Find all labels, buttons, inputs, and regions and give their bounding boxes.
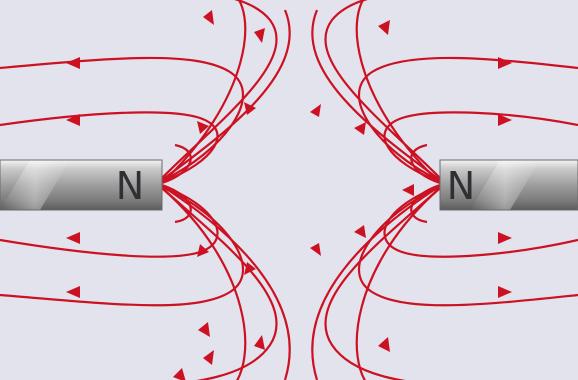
field-line	[410, 143, 441, 185]
left-magnet-sheen	[0, 160, 70, 210]
arrow-head	[244, 262, 256, 275]
field-line	[161, 0, 278, 179]
arrow-head	[66, 57, 80, 69]
arrow-head	[310, 104, 321, 117]
right-magnet: N	[439, 159, 578, 211]
field-line	[383, 111, 578, 184]
field-line	[161, 143, 192, 185]
arrow-head	[354, 225, 366, 238]
arrow-head	[378, 337, 390, 352]
arrow-head	[173, 368, 186, 380]
arrow-head	[378, 20, 390, 35]
left-magnet-pole-label: N	[116, 164, 144, 208]
arrow-head	[310, 243, 321, 256]
right-magnet-sheen	[470, 160, 540, 210]
arrow-head	[254, 335, 265, 350]
left-magnet-outline	[0, 159, 163, 211]
arrow-head	[498, 232, 512, 244]
field-line	[161, 187, 247, 380]
field-line	[355, 187, 441, 380]
field-line	[0, 184, 219, 258]
arrow-head	[203, 350, 214, 365]
field-line	[311, 9, 441, 181]
right-magnet-outline	[439, 159, 578, 211]
arrow-head	[198, 322, 210, 337]
right-magnet-pole-label: N	[447, 164, 475, 208]
arrow-head	[498, 114, 512, 126]
field-line	[324, 0, 441, 179]
right-magnet-field-lines	[311, 0, 578, 380]
field-line	[161, 9, 291, 181]
arrow-head	[66, 232, 80, 244]
field-arrowheads	[66, 10, 512, 380]
field-line	[161, 0, 247, 184]
arrow-head	[498, 57, 512, 69]
left-magnet-field-lines	[0, 0, 291, 380]
arrow-head	[244, 102, 256, 115]
arrow-head	[354, 122, 366, 135]
arrow-head	[498, 286, 512, 298]
field-line	[383, 184, 578, 258]
arrow-head	[66, 286, 80, 298]
arrow-head	[66, 114, 80, 126]
field-line	[0, 111, 219, 184]
field-line	[161, 183, 192, 224]
field-line	[410, 183, 441, 224]
arrow-head	[254, 28, 265, 43]
arrow-head	[197, 121, 209, 134]
arrow-head	[402, 184, 414, 196]
left-magnet: N	[0, 159, 163, 211]
arrow-head	[197, 244, 209, 257]
field-line	[324, 187, 441, 380]
arrow-head	[203, 10, 214, 25]
field-line	[355, 0, 441, 184]
field-line	[161, 187, 278, 380]
